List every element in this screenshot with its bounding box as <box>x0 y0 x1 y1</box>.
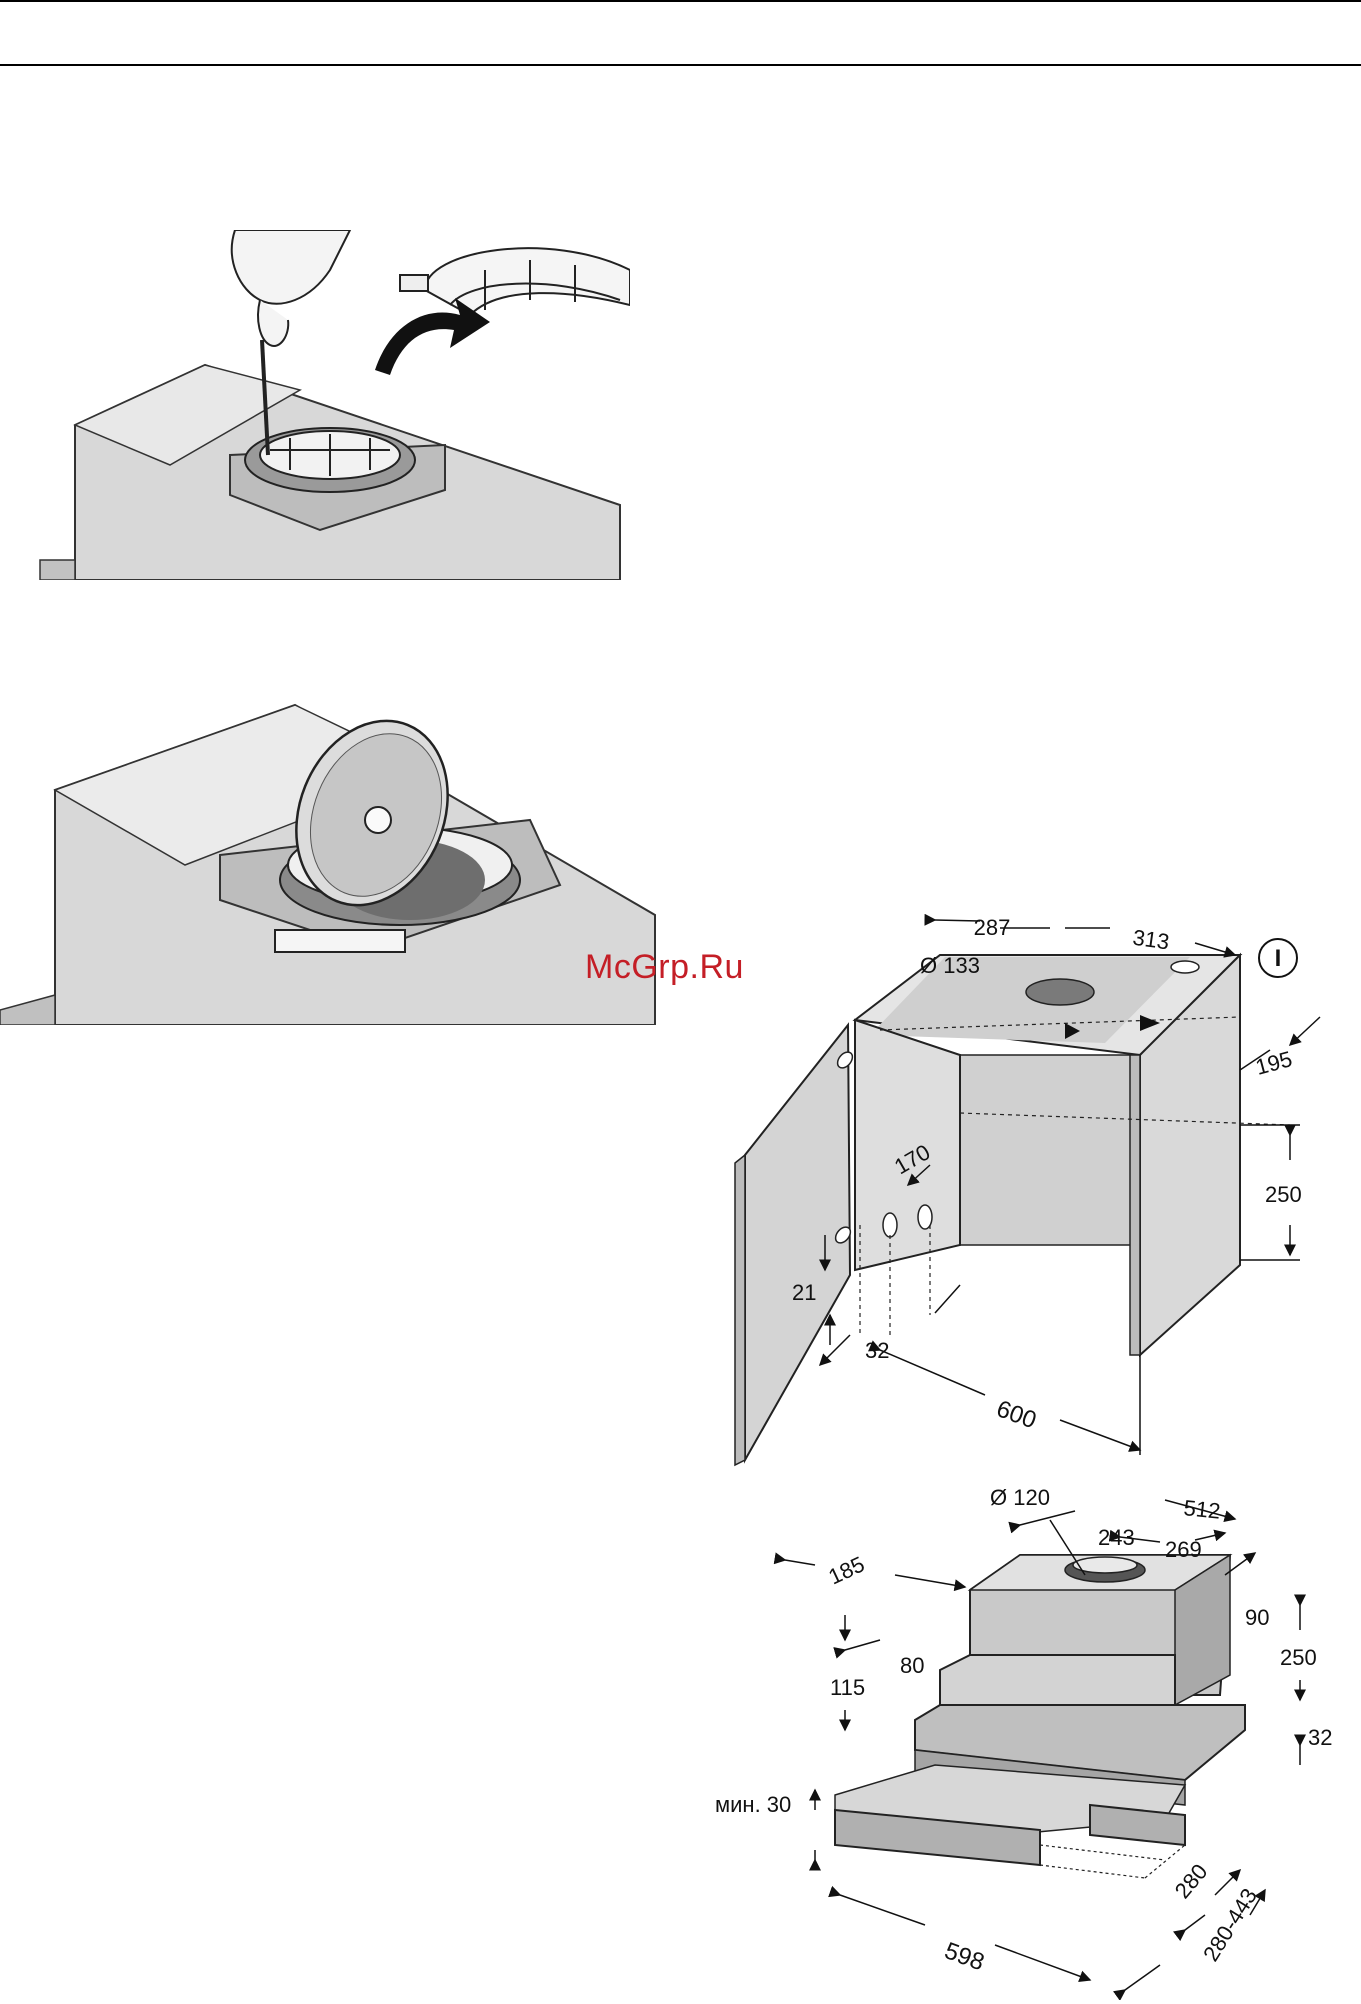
watermark: McGrp.Ru <box>585 948 744 987</box>
cabinet-dim-depth-offset: 195 <box>1253 1046 1295 1080</box>
figure-remove-grill <box>30 230 630 580</box>
hood-dim-min-label: мин. 30 <box>715 1792 791 1817</box>
figure-cabinet-dimensions: 287 313 Ø 133 I 195 250 170 21 32 600 <box>730 895 1350 1470</box>
hood-dim-duct-right: 269 <box>1165 1537 1202 1562</box>
hood-dim-step: 80 <box>900 1653 924 1678</box>
hood-dim-extended-depth: 280-443 <box>1198 1884 1262 1966</box>
header-rule-top <box>0 0 1361 2</box>
figure-hood-dimensions: Ø 120 512 243 269 185 90 250 80 115 32 м… <box>705 1475 1355 2000</box>
cabinet-dim-width: 600 <box>993 1395 1040 1434</box>
cabinet-door <box>745 1025 850 1460</box>
hood-dim-duct-diameter: Ø 120 <box>990 1485 1050 1510</box>
hood-dim-depth: 280 <box>1170 1859 1213 1903</box>
hood-dim-top-gap: 90 <box>1245 1605 1269 1630</box>
cabinet-dim-height: 250 <box>1265 1182 1302 1207</box>
hood-dim-duct-left: 243 <box>1098 1525 1135 1550</box>
cabinet-dim-hole-diameter: Ø 133 <box>920 953 980 978</box>
hood-dim-width: 598 <box>941 1937 988 1976</box>
cabinet-dim-hinge-depth: 32 <box>865 1338 889 1363</box>
hood-dim-height: 250 <box>1280 1645 1317 1670</box>
hood-dim-bottom: 32 <box>1308 1725 1332 1750</box>
cabinet-left-side <box>855 1020 960 1270</box>
hood-dim-front-offset: 185 <box>825 1551 869 1589</box>
cabinet-dim-hinge-offset: 21 <box>792 1280 816 1305</box>
cabinet-dim-top-left: 287 <box>974 915 1011 940</box>
figure-open-flap <box>0 695 660 1025</box>
cabinet-marker-label: I <box>1275 945 1282 972</box>
header-rule-bottom <box>0 64 1361 66</box>
hood-dim-front-height: 115 <box>830 1675 865 1700</box>
cabinet-dim-top-right: 313 <box>1131 925 1171 955</box>
hood-dim-total-depth: 512 <box>1182 1495 1221 1524</box>
removed-grill <box>400 248 630 315</box>
